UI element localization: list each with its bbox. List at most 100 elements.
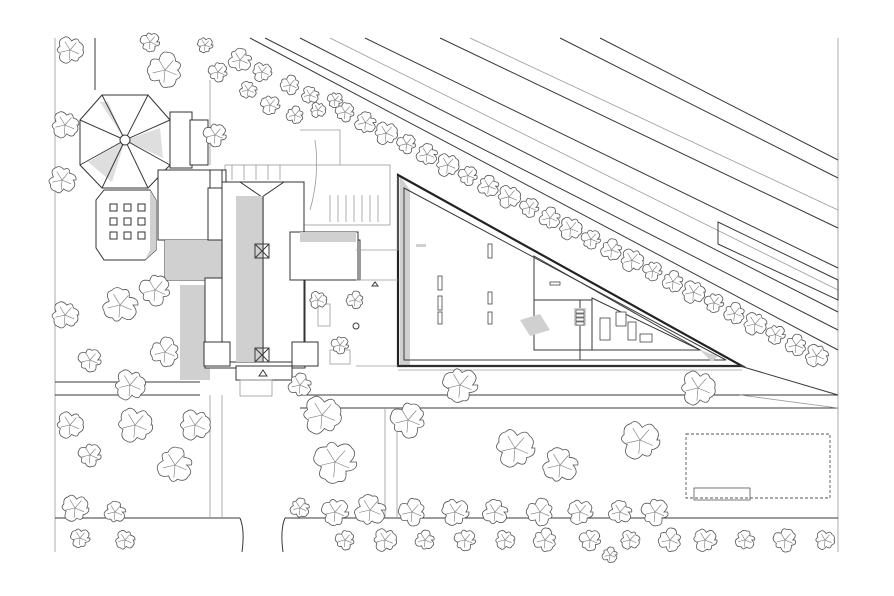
tree (334, 530, 355, 551)
tree (415, 143, 438, 165)
tree (287, 372, 312, 397)
tree (313, 441, 358, 484)
tree (580, 229, 601, 250)
tree (804, 343, 829, 368)
tree (279, 74, 299, 96)
hedge-row (334, 102, 829, 368)
skylight (123, 203, 132, 212)
tree (436, 153, 460, 177)
tree (373, 528, 398, 552)
tree (559, 216, 583, 241)
tree (330, 336, 349, 355)
tree (146, 51, 181, 89)
tree (285, 105, 304, 124)
tree (115, 369, 146, 401)
tree (70, 528, 91, 548)
skylight (123, 231, 132, 240)
skylight (137, 203, 146, 212)
stair-step (575, 309, 585, 314)
tree (578, 529, 601, 552)
skylight (137, 231, 146, 240)
tree (115, 530, 136, 550)
tree (56, 411, 84, 439)
stair-step (575, 321, 585, 326)
gallery-wall (437, 311, 443, 325)
tree (607, 499, 633, 524)
tree (354, 111, 377, 133)
gallery-wall (627, 321, 637, 341)
tree (51, 111, 80, 139)
triangular-building (356, 173, 839, 396)
tree (149, 336, 179, 368)
tree (765, 325, 786, 345)
tree (772, 528, 797, 553)
railway-tracks (249, 37, 839, 351)
gallery-wall (487, 243, 493, 259)
tree (345, 290, 364, 310)
skylight-pavilion (95, 189, 157, 261)
tree (784, 333, 807, 357)
tree (309, 291, 328, 309)
tree (326, 92, 344, 109)
tree (442, 368, 479, 403)
skylight (123, 217, 132, 226)
tree (457, 166, 478, 186)
octagonal-pavilion (79, 94, 209, 189)
tree (542, 447, 579, 482)
tree (723, 301, 745, 325)
tree (538, 206, 561, 229)
tree (477, 174, 500, 197)
gallery-wall (639, 333, 653, 343)
tree (180, 409, 211, 441)
tree (354, 494, 387, 525)
gallery-wall (437, 295, 443, 311)
tree (374, 121, 399, 146)
tree (227, 47, 252, 72)
tree (102, 287, 139, 322)
tree (657, 527, 681, 552)
tree (497, 185, 521, 209)
tree (567, 499, 594, 525)
tree (601, 546, 618, 563)
tree (61, 494, 90, 522)
tree (441, 498, 470, 526)
tree (48, 166, 77, 194)
gallery-wall (437, 275, 443, 291)
tree (481, 499, 509, 525)
stair-step (575, 317, 585, 322)
tree (334, 102, 355, 123)
tree (743, 312, 768, 336)
tree (519, 197, 540, 218)
tree (642, 261, 663, 282)
tree (301, 85, 320, 104)
tree (77, 348, 102, 373)
tree (289, 497, 310, 518)
tree (525, 497, 553, 527)
skylight (109, 217, 118, 226)
tree (156, 446, 193, 482)
tree (682, 280, 706, 304)
main-building (157, 169, 361, 397)
stair-step (575, 313, 585, 318)
tree (620, 248, 645, 272)
tree (207, 62, 228, 83)
tree (51, 301, 80, 329)
tree (496, 429, 536, 468)
gallery-wall (487, 291, 493, 305)
tree (640, 498, 669, 527)
dashed-footprint (685, 433, 831, 501)
tree (260, 95, 281, 116)
tree (77, 443, 102, 468)
tree (397, 498, 425, 527)
skylight (109, 203, 118, 212)
tree (661, 270, 684, 293)
tree (239, 80, 258, 99)
tree (303, 395, 342, 435)
tree (703, 293, 725, 313)
tree (600, 238, 622, 261)
gallery-wall (549, 281, 561, 286)
tree (56, 36, 84, 64)
tree (118, 407, 154, 443)
tree (532, 527, 556, 552)
